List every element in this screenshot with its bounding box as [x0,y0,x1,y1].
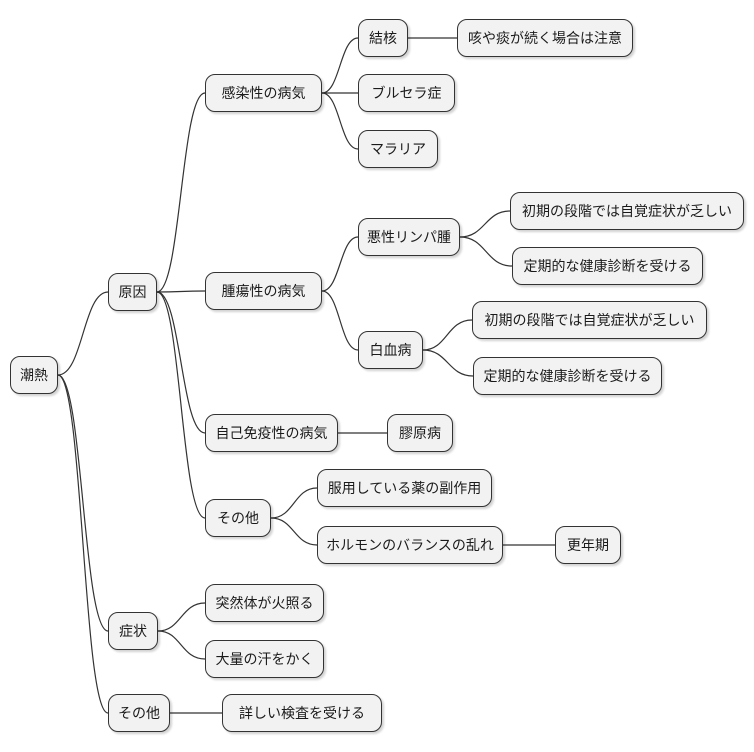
edge-root-causes [57,291,109,376]
node-heavy-sweating: 大量の汗をかく [205,640,324,678]
node-leukemia: 白血病 [358,331,423,369]
edge-causes-autoimmune [156,291,206,434]
edge-lymphoma-early [459,210,511,238]
edge-lymphoma-checkup [459,236,513,267]
node-leukemia-checkup: 定期的な健康診断を受ける [473,357,662,395]
node-brucellosis: ブルセラ症 [358,74,455,112]
edge-root-symptoms [57,374,109,632]
node-drug-side-effects: 服用している薬の副作用 [317,469,492,507]
edge-root-other [57,374,109,714]
edge-symptoms-sweat [157,630,206,660]
node-cough-caution: 咳や痰が続く場合は注意 [457,19,633,57]
node-collagen-disease: 膠原病 [387,414,453,452]
node-neoplastic-disease: 腫瘍性の病気 [205,272,322,310]
node-root-other: その他 [108,694,170,732]
edge-other-drug [270,487,318,519]
edge-leukemia-checkup [422,349,474,377]
edge-leukemia-early [422,319,473,351]
edge-causes-neoplastic [156,290,206,293]
node-malaria: マラリア [358,130,438,168]
node-malignant-lymphoma: 悪性リンパ腫 [358,218,460,256]
node-lymphoma-checkup: 定期的な健康診断を受ける [512,247,703,285]
node-causes: 原因 [108,273,157,311]
node-hormone-imbalance: ホルモンのバランスの乱れ [317,526,503,564]
node-root-hot-flash: 潮熱 [10,356,58,394]
edge-infectious-malaria [321,92,359,150]
node-sudden-hot-body: 突然体が火照る [205,584,324,622]
node-detailed-examination: 詳しい検査を受ける [222,694,382,732]
node-tuberculosis: 結核 [358,19,408,57]
node-symptoms: 症状 [108,612,158,650]
edge-neoplastic-leukemia [321,290,359,351]
node-lymphoma-early-stage: 初期の段階では自覚症状が乏しい [510,192,744,230]
edge-infectious-tuberculosis [321,37,359,94]
edge-causes-infectious [156,92,206,293]
node-infectious-disease: 感染性の病気 [205,74,322,112]
edge-symptoms-hot [157,602,206,632]
node-autoimmune-disease: 自己免疫性の病気 [205,414,338,452]
node-causes-other: その他 [205,499,271,537]
edge-neoplastic-lymphoma [321,236,359,292]
node-menopause: 更年期 [555,526,621,564]
edge-causes-other [156,291,206,519]
node-leukemia-early-stage: 初期の段階では自覚症状が乏しい [472,301,707,339]
edge-other-hormone [270,517,318,546]
